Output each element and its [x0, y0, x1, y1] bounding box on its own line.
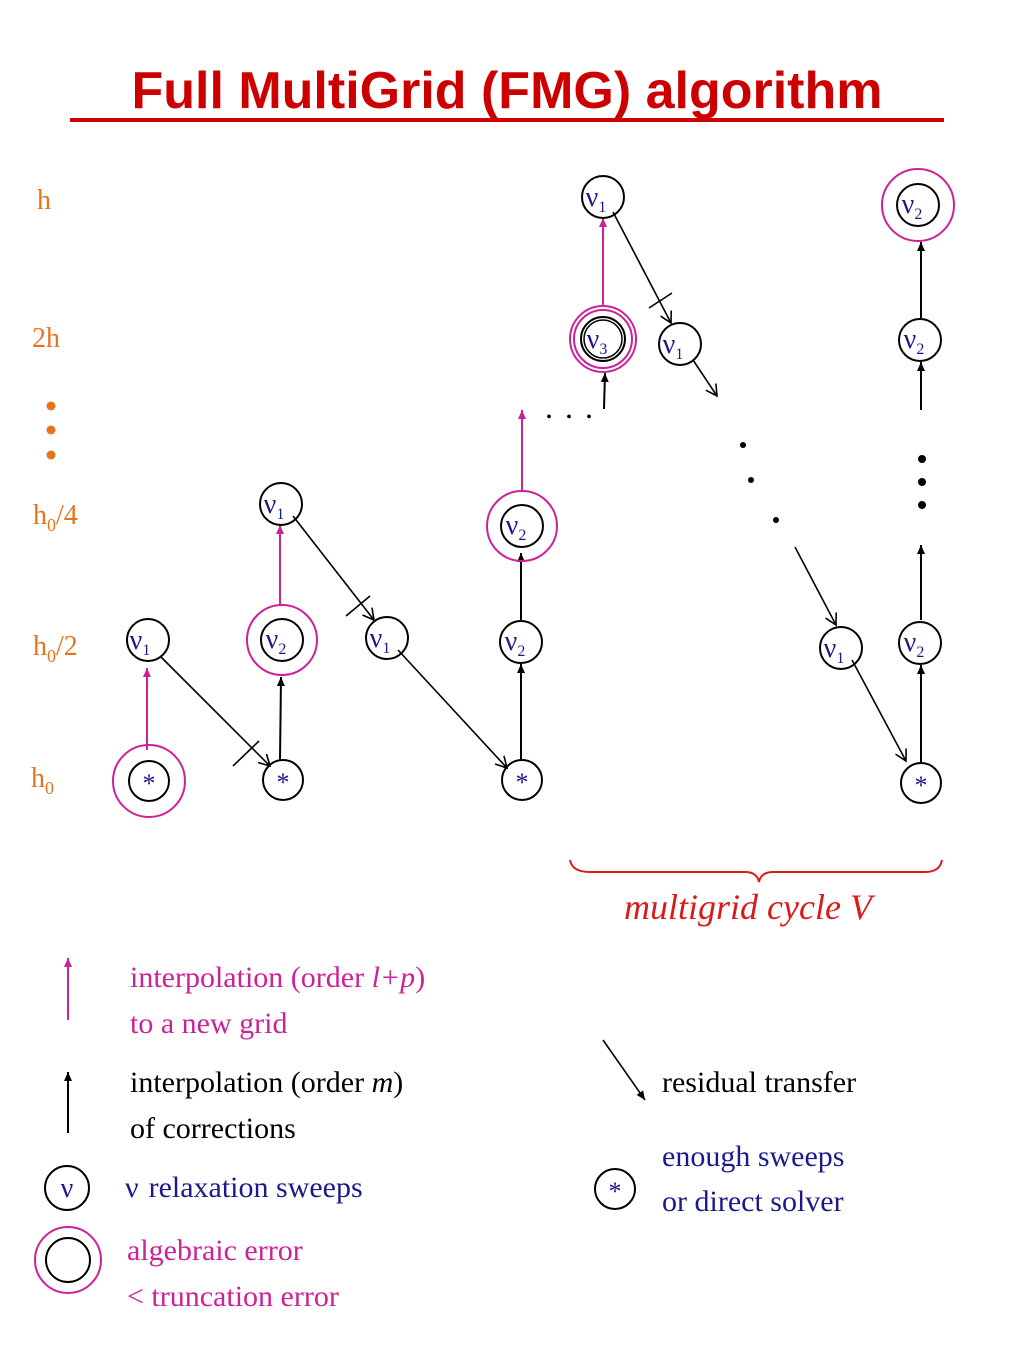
svg-text:*: *: [516, 768, 529, 797]
legend: interpolation (order l+p) to a new grid …: [34, 958, 856, 1313]
node-nu2: ν2: [898, 318, 942, 362]
node-star: *: [900, 762, 942, 804]
legend-solver-line2: or direct solver: [662, 1185, 844, 1218]
svg-text:ν: ν: [61, 1173, 74, 1204]
level-labels: h 2h h0/4 h0/2 h0: [31, 185, 78, 798]
node-nu2: ν2: [246, 604, 318, 676]
cycle-dots: [740, 442, 926, 523]
node-nu1: ν1: [819, 626, 863, 670]
svg-text:*: *: [143, 769, 156, 798]
node-star: *: [112, 744, 186, 818]
interp-corr-arrow: [276, 676, 285, 761]
residual-arrows: [159, 211, 907, 770]
residual-arrow: [794, 546, 837, 627]
svg-text:ν2: ν2: [904, 324, 925, 358]
interp-corr-arrow: [600, 372, 609, 410]
node-star: *: [262, 759, 304, 801]
svg-text:ν1: ν1: [824, 633, 845, 667]
svg-text:ν1: ν1: [586, 182, 607, 216]
legend-interp-corr-line1: interpolation (order m): [130, 1066, 403, 1099]
svg-text:*: *: [277, 768, 290, 797]
node-nu1: ν1: [658, 322, 702, 366]
node-nu2: ν2: [499, 620, 543, 664]
interp-corr-arrows: [276, 242, 925, 762]
residual-arrow: [159, 655, 272, 768]
level-2h: 2h: [32, 323, 60, 354]
level-h0: h0: [31, 763, 54, 798]
svg-text:ν2: ν2: [902, 189, 923, 223]
svg-text:ν1: ν1: [130, 625, 151, 659]
svg-text:*: *: [609, 1177, 622, 1206]
svg-text:*: *: [915, 771, 928, 800]
cycle-brace: [569, 859, 943, 883]
legend-alg-line1: algebraic error: [127, 1234, 303, 1267]
legend-alg-line2: < truncation error: [127, 1280, 339, 1313]
svg-text:ν2: ν2: [506, 510, 527, 544]
legend-interp-corr-line2: of corrections: [130, 1112, 296, 1145]
node-nu1: ν1: [365, 616, 409, 660]
legend-interp-new-line1: interpolation (order l+p): [130, 961, 425, 994]
svg-text:ν1: ν1: [264, 489, 285, 523]
level-h0-half: h0/2: [33, 631, 78, 666]
legend-residual-arrow: [602, 1039, 646, 1101]
legend-star-node: *: [594, 1168, 636, 1210]
cycle-ellipsis: . . .: [545, 389, 595, 425]
svg-text:ν2: ν2: [904, 627, 925, 661]
node-star: *: [501, 759, 543, 801]
svg-text:ν1: ν1: [370, 623, 391, 657]
level-ellipsis: [46, 401, 56, 460]
svg-text:ν1: ν1: [663, 329, 684, 363]
legend-residual-label: residual transfer: [662, 1066, 856, 1099]
level-h: h: [37, 185, 51, 216]
node-nu2: ν2: [881, 168, 955, 242]
legend-error-node: [34, 1226, 102, 1294]
cycle-label: multigrid cycle V: [624, 887, 876, 927]
nodes: * * * * ν1 ν2 ν1 ν2: [112, 168, 955, 818]
residual-arrow: [292, 515, 376, 622]
page-title: Full MultiGrid (FMG) algorithm: [131, 62, 882, 120]
residual-arrow: [397, 649, 509, 770]
residual-arrow: [692, 359, 718, 398]
legend-interp-new-line2: to a new grid: [130, 1007, 287, 1040]
node-nu1: ν1: [126, 618, 170, 662]
node-nu3: ν3: [569, 305, 637, 373]
svg-text:ν2: ν2: [266, 624, 287, 658]
node-nu1: ν1: [581, 175, 625, 219]
legend-nu-node: ν: [44, 1165, 90, 1211]
level-h0-quarter: h0/4: [33, 500, 78, 535]
residual-arrow: [851, 659, 907, 763]
node-nu1: ν1: [259, 482, 303, 526]
node-nu2: ν2: [898, 621, 942, 665]
residual-tick: [345, 595, 371, 617]
residual-tick: [648, 292, 673, 309]
residual-tick: [232, 740, 260, 767]
svg-text:ν3: ν3: [587, 324, 608, 358]
residual-arrow: [612, 211, 673, 325]
legend-solver-line1: enough sweeps: [662, 1140, 844, 1173]
node-nu2: ν2: [486, 490, 558, 562]
svg-text:ν2: ν2: [505, 626, 526, 660]
interp-new-arrows: [143, 218, 607, 750]
